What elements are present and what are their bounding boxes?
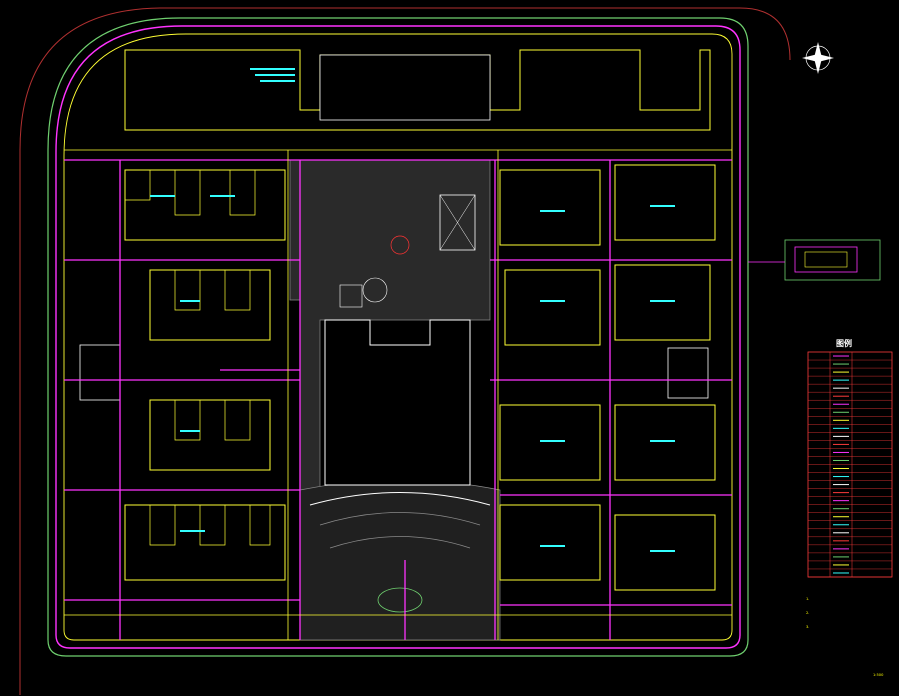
site-boundary xyxy=(47,17,749,657)
north-arrow-icon xyxy=(802,42,834,74)
residential-block-east-3 xyxy=(499,404,716,481)
residential-block-west-1 xyxy=(124,169,286,241)
street-edge xyxy=(19,7,791,695)
drawing-scale: 1:500 xyxy=(873,673,884,677)
residential-block-west-2 xyxy=(149,269,271,341)
detail-drawing xyxy=(748,239,881,281)
court-diag-2 xyxy=(439,194,476,251)
note-2: 2. xyxy=(806,611,809,615)
legend-title: 图例 xyxy=(836,338,852,348)
west-small-building xyxy=(79,344,121,401)
perimeter-drain xyxy=(55,25,741,649)
perimeter-road-edge xyxy=(63,33,733,641)
residential-block-east-2 xyxy=(504,264,711,346)
plaza-arc xyxy=(309,492,491,506)
residential-block-west-4 xyxy=(124,504,286,581)
pond xyxy=(390,235,410,255)
north-main-hall xyxy=(319,54,491,121)
round-pavilion xyxy=(362,277,388,303)
drain-network xyxy=(64,159,732,640)
residential-block-east-4 xyxy=(499,504,716,591)
residential-block-east-1 xyxy=(499,164,716,246)
court xyxy=(439,194,476,251)
plaza-arc-3 xyxy=(329,536,471,549)
note-3: 3. xyxy=(806,625,809,629)
clubhouse xyxy=(324,319,471,486)
square-pavilion xyxy=(339,284,363,308)
cyan-annotations xyxy=(150,68,675,552)
fountain xyxy=(377,587,423,613)
east-small-building xyxy=(667,347,709,399)
plaza-arc-2 xyxy=(319,512,481,526)
residential-block-west-3 xyxy=(149,399,271,471)
legend xyxy=(807,351,893,578)
road-edges xyxy=(64,149,732,640)
note-1: 1. xyxy=(806,597,809,601)
south-plaza xyxy=(299,479,501,641)
